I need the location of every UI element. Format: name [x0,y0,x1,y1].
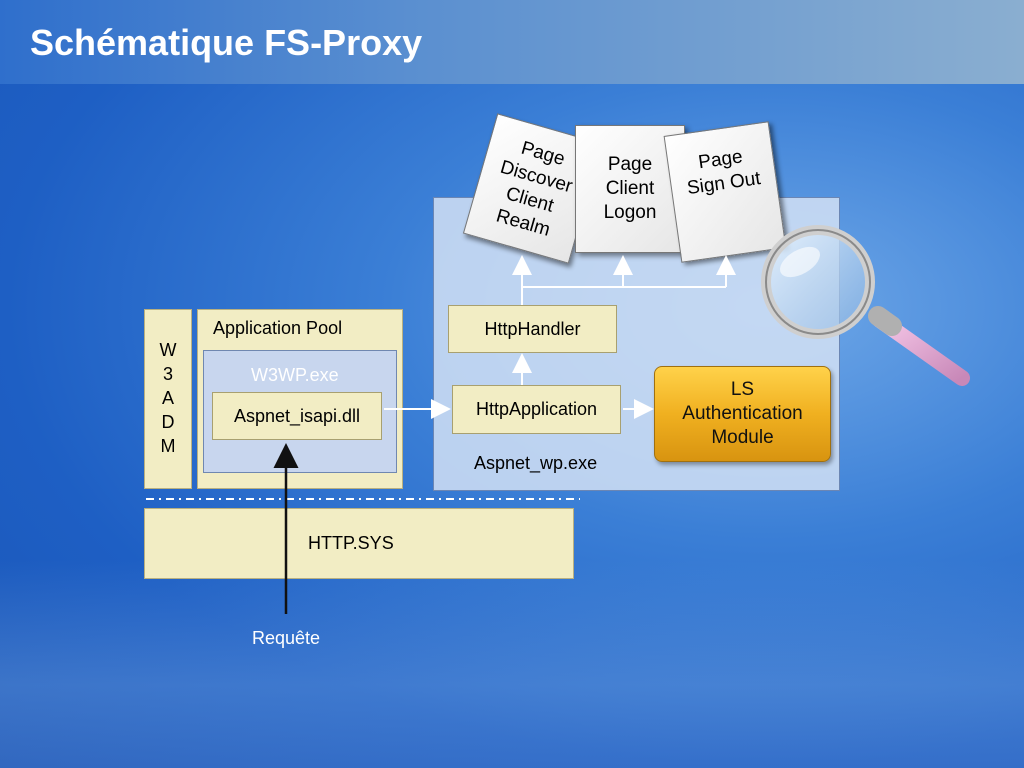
w3adm-letter: D [161,412,175,432]
http-sys-box [144,508,574,579]
w3adm-letter: W [159,340,177,360]
ls-line: Module [711,427,774,448]
title-bar [0,0,1024,84]
page-line: Page [607,154,653,175]
request-label: Requête [252,628,321,648]
isapi-node: Aspnet_isapi.dll [212,392,382,440]
w3adm-letter: A [161,388,174,408]
ls-line: Authentication [682,403,803,424]
http-handler-node: HttpHandler [448,305,617,353]
magnifier-icon [761,225,970,386]
ls-authentication-module: LS Authentication Module [654,366,831,462]
page-line: Logon [603,202,657,223]
w3adm-letter: M [160,436,176,456]
ls-line: LS [730,379,755,400]
background-swoosh [0,560,1024,768]
aspnet-wp-label: Aspnet_wp.exe [474,453,598,473]
page-title: Schématique FS-Proxy [30,22,423,63]
w3adm-box: W 3 A D M [144,309,192,489]
w3adm-letter: 3 [162,364,173,384]
http-sys-label: HTTP.SYS [308,533,394,553]
w3wp-label: W3WP.exe [251,365,339,385]
http-application-node: HttpApplication [452,385,621,434]
application-pool-label: Application Pool [213,318,343,338]
page-line: Client [605,178,655,199]
